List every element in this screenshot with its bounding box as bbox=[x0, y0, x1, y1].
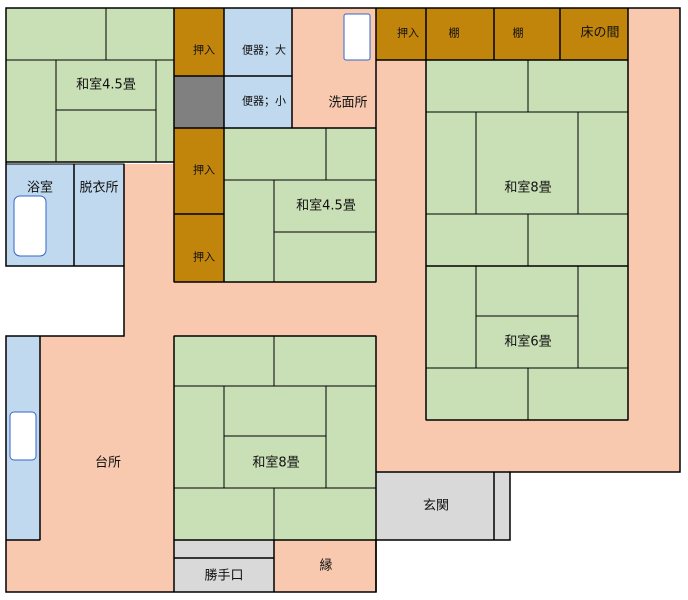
label-washitsu-top-left: 和室4.5畳 bbox=[76, 77, 136, 93]
washitsu-middle bbox=[223, 127, 377, 283]
dressing-room bbox=[73, 163, 125, 267]
storage bbox=[173, 7, 629, 283]
toilet-large-room bbox=[223, 7, 293, 77]
label-washroom: 洗面所 bbox=[328, 96, 367, 111]
label-toilet-large: 便器；大 bbox=[242, 43, 286, 57]
kitchen-sink-icon bbox=[9, 411, 37, 461]
label-oshiire-4: 押入 bbox=[397, 26, 419, 40]
tatami-rooms bbox=[5, 7, 629, 541]
label-oshiire-3: 押入 bbox=[193, 250, 215, 264]
wet-area bbox=[5, 7, 371, 541]
label-kitchen: 台所 bbox=[95, 456, 121, 471]
label-tokonoma: 床の間 bbox=[580, 26, 619, 41]
label-bath: 浴室 bbox=[27, 180, 53, 196]
label-oshiire-1: 押入 bbox=[193, 43, 215, 57]
washitsu-8-top bbox=[425, 59, 629, 267]
label-back-door: 勝手口 bbox=[204, 569, 243, 584]
label-washitsu-6: 和室6畳 bbox=[504, 334, 551, 350]
walls bbox=[5, 7, 681, 593]
label-shelf-2: 棚 bbox=[513, 26, 524, 40]
shelf-1 bbox=[425, 7, 495, 61]
label-veranda: 縁 bbox=[319, 558, 332, 574]
sink-icon bbox=[343, 13, 371, 61]
label-washitsu-8-top: 和室8畳 bbox=[504, 180, 551, 196]
label-toilet-small: 便器；小 bbox=[242, 95, 286, 108]
oshiire-3 bbox=[173, 213, 225, 283]
label-dressing: 脱衣所 bbox=[79, 180, 118, 196]
veranda-floor bbox=[274, 540, 376, 592]
dark-box bbox=[173, 75, 225, 129]
label-washitsu-middle: 和室4.5畳 bbox=[296, 198, 356, 214]
labels: 和室4.5畳 和室4.5畳 和室8畳 和室6畳 和室8畳 浴室 脱衣所 押入 押… bbox=[27, 26, 620, 584]
back-door-step bbox=[173, 539, 275, 559]
label-shelf-1: 棚 bbox=[449, 26, 460, 40]
shelf-2 bbox=[493, 7, 561, 61]
tatami-mat-lines bbox=[6, 8, 628, 540]
oshiire-1 bbox=[173, 7, 225, 77]
bathtub-icon bbox=[13, 195, 47, 257]
tokonoma bbox=[559, 7, 629, 61]
washitsu-8-bottom bbox=[173, 335, 377, 541]
label-oshiire-2: 押入 bbox=[193, 163, 215, 177]
label-washitsu-8-bottom: 和室8畳 bbox=[252, 455, 299, 471]
entrance-area bbox=[375, 471, 495, 541]
label-entrance: 玄関 bbox=[423, 499, 449, 514]
entrance-step bbox=[493, 471, 511, 541]
